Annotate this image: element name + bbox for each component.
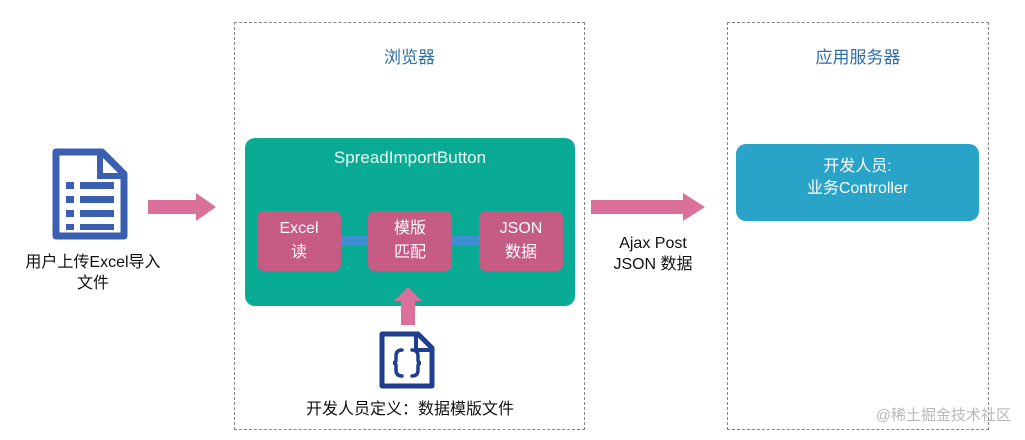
upload-arrow bbox=[148, 193, 216, 221]
step-excel-read-line1: Excel bbox=[279, 220, 319, 237]
business-controller-line2: 业务Controller bbox=[806, 180, 909, 197]
business-controller-box: 开发人员: 业务Controller bbox=[736, 144, 979, 221]
user-upload-label-line2: 文件 bbox=[76, 275, 109, 292]
step-template-match-line2: 匹配 bbox=[393, 244, 426, 261]
step-json-data: JSON 数据 bbox=[479, 211, 563, 271]
browser-title: 浏览器 bbox=[384, 48, 435, 67]
ajax-post-label-line2: JSON 数据 bbox=[613, 256, 693, 273]
ajax-post-label-line1: Ajax Post bbox=[619, 235, 687, 252]
template-up-arrow bbox=[394, 287, 422, 325]
json-file-icon bbox=[379, 331, 435, 389]
app-server-panel: 应用服务器 bbox=[727, 22, 989, 430]
connector-excel-template bbox=[338, 236, 370, 246]
template-file-label: 开发人员定义：数据模版文件 bbox=[305, 401, 514, 418]
connector-template-json bbox=[448, 236, 480, 246]
step-template-match: 模版 匹配 bbox=[368, 211, 452, 271]
step-json-data-line1: JSON bbox=[499, 220, 543, 237]
document-list-icon bbox=[52, 148, 128, 240]
step-excel-read: Excel 读 bbox=[257, 211, 341, 271]
user-upload-label: 用户上传Excel导入 文件 bbox=[8, 252, 178, 294]
step-template-match-line1: 模版 bbox=[393, 220, 426, 237]
ajax-post-label: Ajax Post JSON 数据 bbox=[592, 233, 714, 275]
app-server-title: 应用服务器 bbox=[815, 48, 901, 67]
post-arrow bbox=[591, 193, 705, 221]
user-upload-label-line1: 用户上传Excel导入 bbox=[25, 254, 161, 271]
step-excel-read-line2: 读 bbox=[290, 244, 307, 261]
business-controller-line1: 开发人员: bbox=[823, 158, 892, 175]
watermark: @稀土掘金技术社区 bbox=[875, 407, 1011, 424]
browser-panel: 浏览器 bbox=[234, 22, 585, 430]
spread-import-button-title: SpreadImportButton bbox=[333, 148, 487, 167]
step-json-data-line2: 数据 bbox=[504, 244, 537, 261]
